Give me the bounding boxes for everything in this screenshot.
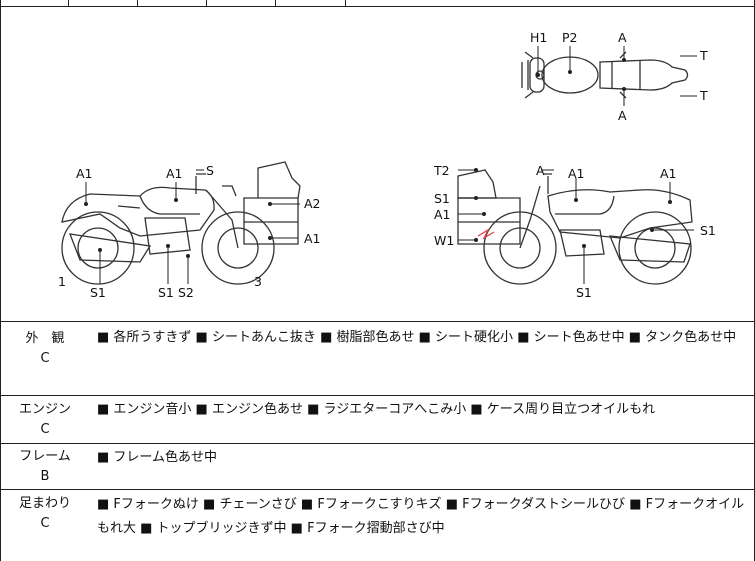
stub-divider — [206, 0, 207, 7]
section-label-frame: フレーム B — [0, 447, 90, 487]
label-s1-case-right: S1 — [434, 191, 450, 206]
label-a1-tank-left: A1 — [166, 166, 183, 181]
section-notes-exterior: ■ 各所うすきず ■ シートあんこ抜き ■ 樹脂部色あせ ■ シート硬化小 ■ … — [97, 330, 737, 345]
section-notes-frame: ■ フレーム色あせ中 — [97, 450, 218, 465]
motorcycle-damage-diagram: H1 P2 A A T T A1 A1 S A2 A1 1 3 S1 S1 S2… — [58, 30, 716, 300]
row-divider — [0, 395, 755, 396]
label-w1: W1 — [434, 233, 454, 248]
table-top-border — [0, 321, 755, 322]
row-divider — [0, 443, 755, 444]
section-label-exterior: 外 観 C — [0, 329, 90, 369]
label-s-left: S — [206, 163, 214, 178]
section-notes-engine: ■ エンジン音小 ■ エンジン色あせ ■ ラジエターコアへこみ小 ■ ケース周り… — [97, 402, 656, 417]
label-a1-case-left: A1 — [304, 231, 321, 246]
section-notes-suspension: ■ Fフォークぬけ ■ チェーンさび ■ Fフォークこすりキズ ■ Fフォークダ… — [97, 497, 745, 536]
label-t-top: T — [699, 48, 708, 63]
left-border — [0, 0, 1, 561]
label-a1-rear-right: A1 — [660, 166, 677, 181]
label-s1-rear-right: S1 — [700, 223, 716, 238]
label-p2: P2 — [562, 30, 578, 45]
section-name: 外 観 — [25, 331, 65, 346]
section-grade: B — [40, 469, 50, 484]
label-h1: H1 — [530, 30, 547, 45]
label-a1-rear-left: A1 — [76, 166, 93, 181]
label-a-top: A — [618, 30, 627, 45]
top-border — [0, 6, 755, 7]
label-s2: S2 — [178, 285, 194, 300]
section-label-suspension: 足まわり C — [0, 494, 90, 534]
left-side-motorcycle — [61, 161, 301, 285]
label-a-right: A — [536, 163, 545, 178]
section-grade: C — [40, 422, 50, 437]
section-grade: C — [40, 351, 50, 366]
label-s1-mid-left: S1 — [158, 285, 174, 300]
label-3: 3 — [254, 274, 262, 289]
section-grade: C — [40, 516, 50, 531]
section-label-engine: エンジン C — [0, 400, 90, 440]
label-1: 1 — [58, 274, 66, 289]
section-name: エンジン — [18, 402, 71, 417]
label-a2: A2 — [304, 196, 321, 211]
leader-lines — [85, 46, 697, 284]
stub-divider — [137, 0, 138, 7]
label-t2: T2 — [433, 163, 450, 178]
section-name: フレーム — [19, 449, 71, 464]
label-a1-tank-right: A1 — [568, 166, 585, 181]
stub-divider — [345, 0, 346, 7]
label-a1-case-right: A1 — [434, 207, 451, 222]
right-side-motorcycle — [457, 169, 693, 285]
damage-markers — [84, 58, 672, 258]
label-a-bottom: A — [618, 108, 627, 123]
top-view-motorcycle — [521, 51, 689, 99]
section-name: 足まわり — [18, 496, 71, 511]
stub-divider — [68, 0, 69, 7]
label-t-bottom: T — [699, 88, 708, 103]
stub-divider — [275, 0, 276, 7]
label-s1-front-left: S1 — [90, 285, 106, 300]
row-divider — [0, 489, 755, 490]
label-s1-bottom-right: S1 — [576, 285, 592, 300]
